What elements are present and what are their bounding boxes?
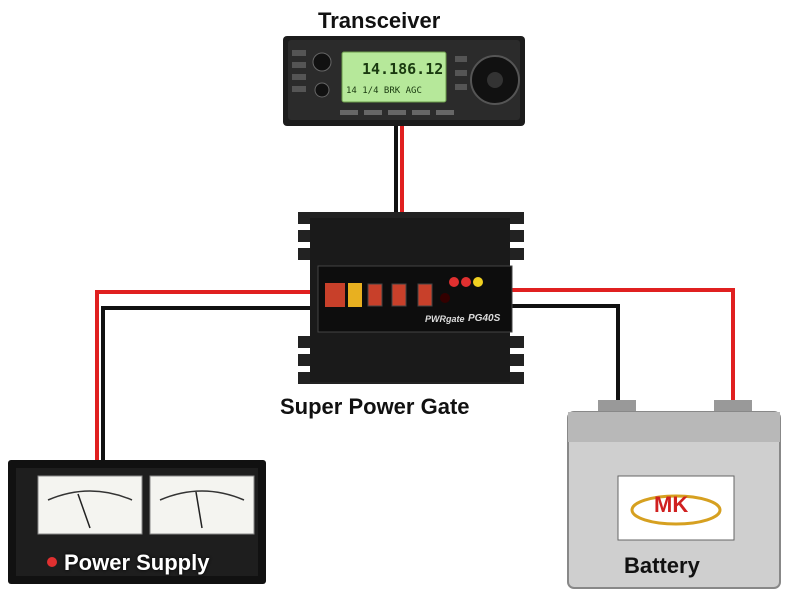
amps-meter — [37, 475, 143, 535]
led-red-1 — [449, 277, 459, 287]
battery-positive-wire — [440, 288, 735, 402]
power-gate-model: PG40S — [468, 313, 501, 324]
supply-negative-wire — [101, 306, 330, 460]
battery-label — [617, 475, 735, 541]
led-red-2 — [461, 277, 471, 287]
battery — [567, 400, 781, 589]
power-supply-label: Power Supply — [64, 550, 210, 575]
battery-name-label: Battery — [624, 553, 700, 578]
transceiver — [283, 36, 525, 126]
battery-logo: MK — [654, 492, 689, 517]
super-power-gate — [298, 212, 524, 384]
power-supply — [8, 460, 266, 584]
power-gate-brand: PWRgate — [425, 314, 465, 324]
power-gate-label: Super Power Gate — [280, 394, 470, 419]
transceiver-status: 14 1/4 BRK AGC — [346, 86, 422, 96]
transceiver-label: Transceiver — [318, 8, 441, 33]
transceiver-frequency: 14.186.12 — [362, 60, 444, 78]
transceiver-lcd — [341, 51, 447, 103]
supply-positive-wire — [95, 290, 330, 460]
led-amber — [473, 277, 483, 287]
